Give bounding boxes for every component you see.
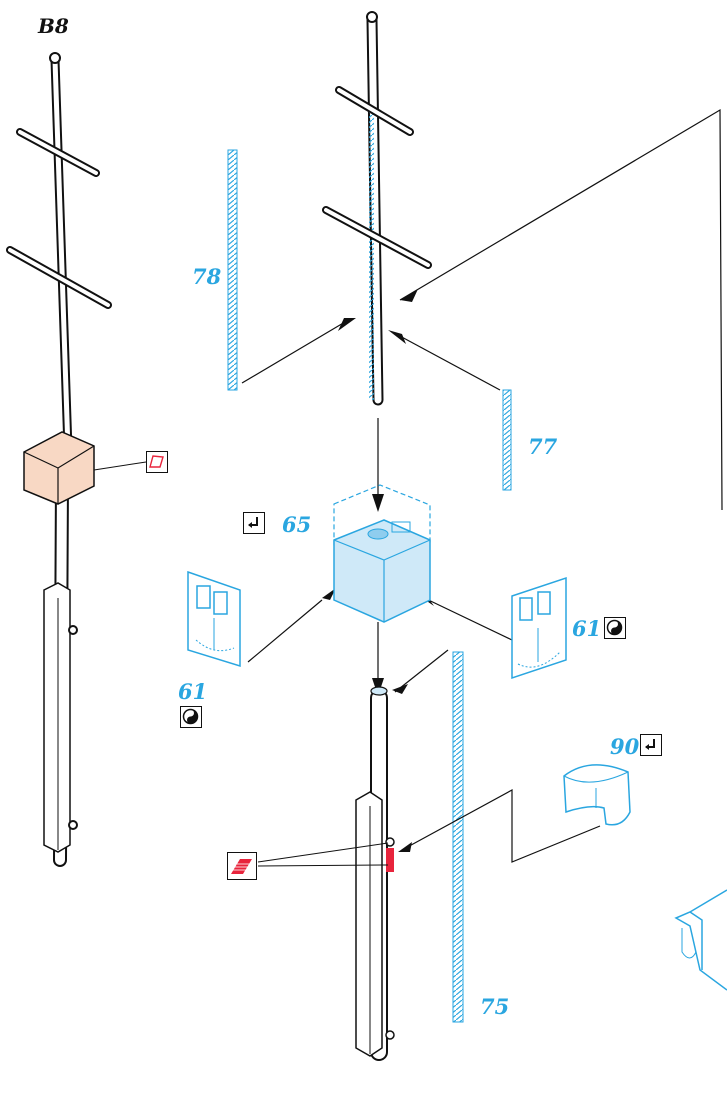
- top-mast: [322, 11, 432, 406]
- part-label-61-left: 61: [178, 679, 208, 704]
- part-label-65: 65: [282, 512, 312, 537]
- paint-leaders: [257, 842, 389, 867]
- ladder-78: [227, 149, 238, 391]
- step-label: B8: [38, 14, 69, 38]
- part-label-61-right: 61: [572, 616, 602, 641]
- leader-line: [93, 461, 147, 471]
- decal-icon: [146, 451, 168, 473]
- panel-61-left: [187, 570, 241, 668]
- bend-icon: [640, 734, 662, 756]
- glue-icon: [180, 706, 202, 728]
- glue-icon: [604, 617, 626, 639]
- part-label-78: 78: [192, 264, 222, 289]
- ladder-77: [502, 389, 512, 491]
- completed-mast: [6, 52, 112, 867]
- ladder-75: [452, 651, 464, 1023]
- bend-icon: [243, 512, 265, 534]
- part-90-curved: [563, 764, 631, 826]
- part-label-75: 75: [480, 994, 510, 1019]
- deckhouse-65: [333, 484, 431, 623]
- panel-61-right: [511, 576, 567, 680]
- part-label-77: 77: [528, 434, 558, 459]
- part-label-90: 90: [610, 734, 640, 759]
- deck-fragment: [674, 889, 727, 991]
- arrow-lines: [241, 108, 723, 863]
- lower-mast: [355, 686, 395, 1061]
- paint-red-icon: [227, 852, 257, 880]
